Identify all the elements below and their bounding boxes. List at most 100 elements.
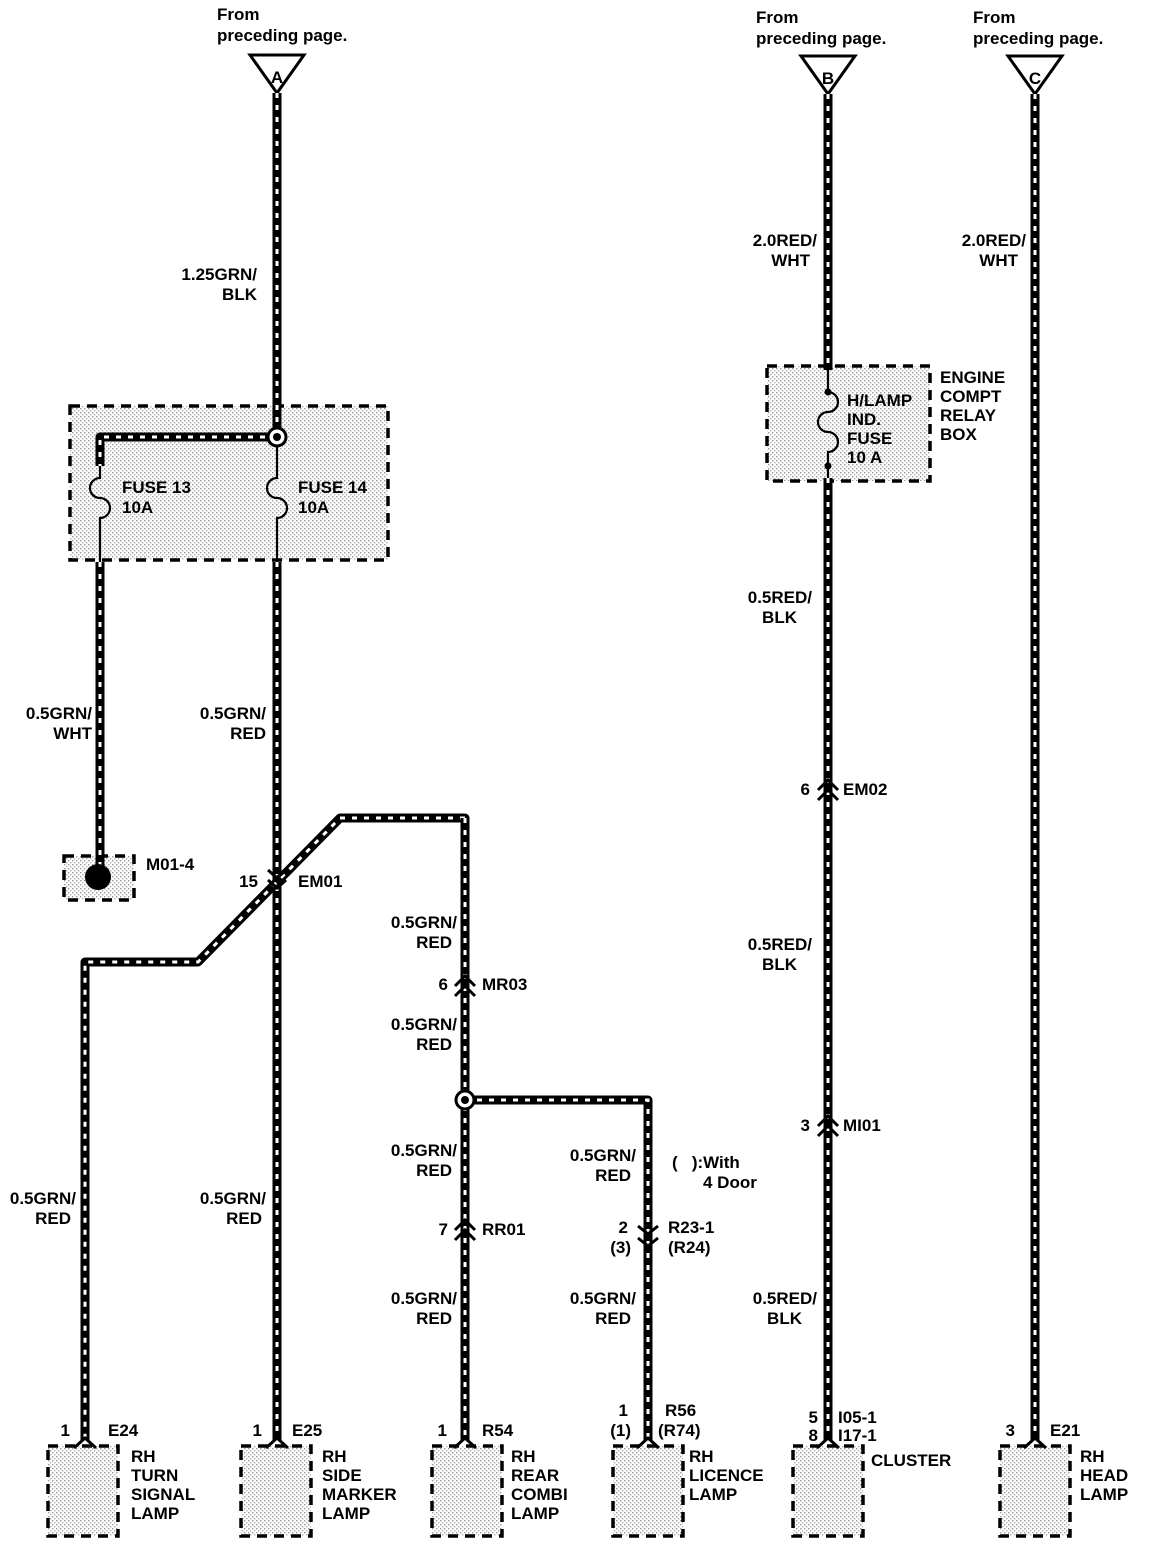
r54-pin: 1 [438, 1421, 447, 1440]
fuse14-rating: 10A [298, 498, 329, 517]
hlamp-fuse-label-4: 10 A [847, 448, 882, 467]
component-box-e24 [46, 1444, 120, 1538]
e24-name-3: SIGNAL [131, 1485, 195, 1504]
wire-fuse-bus-dash [98, 435, 277, 466]
connector-em01-symbol [267, 868, 287, 891]
wire-group [80, 93, 1040, 1440]
wire-label-b2-1: 0.5RED/ [748, 935, 813, 954]
i05-code-2: I17-1 [838, 1426, 877, 1445]
rr01-pin: 7 [439, 1220, 448, 1239]
e24-name-2: TURN [131, 1466, 178, 1485]
wire-label-fuse13-2: WHT [53, 724, 92, 743]
source-c-letter: C [1029, 69, 1041, 88]
component-box-r54 [430, 1444, 504, 1538]
wire-licence-dash [465, 1098, 650, 1440]
e24-code: E24 [108, 1421, 139, 1440]
r56-pin-2: (1) [610, 1421, 631, 1440]
source-triangle-b [798, 54, 858, 97]
r56-name-3: LAMP [689, 1485, 737, 1504]
i05-code-1: I05-1 [838, 1408, 877, 1427]
source-b-letter: B [822, 69, 834, 88]
e25-name-3: MARKER [322, 1485, 397, 1504]
splice-fuse-bus [266, 426, 288, 448]
mr03-name: MR03 [482, 975, 527, 994]
i05-pin-1: 5 [809, 1408, 818, 1427]
ground-dot [85, 864, 111, 890]
r23-name-1: R23-1 [668, 1218, 714, 1237]
fuse13-label: FUSE 13 [122, 478, 191, 497]
component-box-r56 [611, 1444, 685, 1538]
i05-name-1: CLUSTER [871, 1451, 951, 1470]
r54-name-3: COMBI [511, 1485, 568, 1504]
e21-name-2: HEAD [1080, 1466, 1128, 1485]
source-c-caption-1: From [973, 8, 1016, 27]
source-b-caption-2: preceding page. [756, 29, 886, 48]
note-line-2: 4 Door [703, 1173, 757, 1192]
engine-compt-relay-box [765, 364, 932, 483]
em02-name: EM02 [843, 780, 887, 799]
em01-name: EM01 [298, 872, 342, 891]
wire-label-rear-top-2: RED [416, 933, 452, 952]
mr03-pin: 6 [439, 975, 448, 994]
wire-label-turn-1: 0.5GRN/ [10, 1189, 76, 1208]
r23-pin-1: 2 [619, 1218, 628, 1237]
r23-pin-2: (3) [610, 1238, 631, 1257]
hlamp-fuse-label-1: H/LAMP [847, 391, 912, 410]
e24-pin: 1 [61, 1421, 70, 1440]
wire-label-lic-b-1: 0.5GRN/ [570, 1289, 636, 1308]
wire-label-rear-a-2: RED [416, 1161, 452, 1180]
source-a-caption-2: preceding page. [217, 26, 347, 45]
wire-label-b-top-1: 2.0RED/ [753, 231, 818, 250]
e21-name-3: LAMP [1080, 1485, 1128, 1504]
splice-rear [454, 1089, 476, 1111]
fuse-box-13-14 [68, 404, 390, 562]
r54-name-4: LAMP [511, 1504, 559, 1523]
e25-name-2: SIDE [322, 1466, 362, 1485]
r56-name-1: RH [689, 1447, 714, 1466]
wire-label-rear-mid-2: RED [416, 1035, 452, 1054]
r56-pin-1: 1 [619, 1401, 628, 1420]
r56-name-2: LICENCE [689, 1466, 764, 1485]
fuse13-rating: 10A [122, 498, 153, 517]
wire-label-turn-2: RED [35, 1209, 71, 1228]
ground-label: M01-4 [146, 855, 195, 874]
wire-label-lic-a-2: RED [595, 1166, 631, 1185]
e25-name-4: LAMP [322, 1504, 370, 1523]
wire-label-rear-b-2: RED [416, 1309, 452, 1328]
r56-code-1: R56 [665, 1401, 696, 1420]
note-line-1: ( ):With [672, 1153, 740, 1172]
fuse14-symbol [265, 437, 289, 562]
wire-label-side-1: 0.5GRN/ [200, 1189, 266, 1208]
e21-code: E21 [1050, 1421, 1080, 1440]
rr01-name: RR01 [482, 1220, 525, 1239]
wire-label-b-top-2: WHT [771, 251, 810, 270]
wire-cross-dash [83, 816, 467, 1440]
r54-code: R54 [482, 1421, 514, 1440]
relay-box-label-3: RELAY [940, 406, 997, 425]
wire-label-rear-b-1: 0.5GRN/ [391, 1289, 457, 1308]
r54-name-2: REAR [511, 1466, 559, 1485]
connector-mi01-symbol [816, 1113, 840, 1138]
wire-label-lic-a-1: 0.5GRN/ [570, 1146, 636, 1165]
fuse13-symbol [88, 466, 112, 562]
e21-name-1: RH [1080, 1447, 1105, 1466]
component-carets [72, 1435, 1048, 1450]
hlamp-fuse-symbol [816, 370, 840, 478]
wire-label-lic-b-2: RED [595, 1309, 631, 1328]
source-a-caption-1: From [217, 5, 260, 24]
hlamp-fuse-label-2: IND. [847, 410, 881, 429]
wire-label-a-main-1: 1.25GRN/ [181, 265, 257, 284]
source-triangle-c [1005, 54, 1065, 97]
mi01-name: MI01 [843, 1116, 881, 1135]
e25-code: E25 [292, 1421, 322, 1440]
wire-label-fuse14-2: RED [230, 724, 266, 743]
wire-label-side-2: RED [226, 1209, 262, 1228]
connector-rr01-symbol [453, 1217, 477, 1242]
connector-em02-symbol [816, 777, 840, 802]
wire-label-fuse13-1: 0.5GRN/ [26, 704, 92, 723]
wire-label-rear-mid-1: 0.5GRN/ [391, 1015, 457, 1034]
e25-pin: 1 [253, 1421, 262, 1440]
wire-label-fuse14-1: 0.5GRN/ [200, 704, 266, 723]
wire-label-b3-1: 0.5RED/ [753, 1289, 818, 1308]
